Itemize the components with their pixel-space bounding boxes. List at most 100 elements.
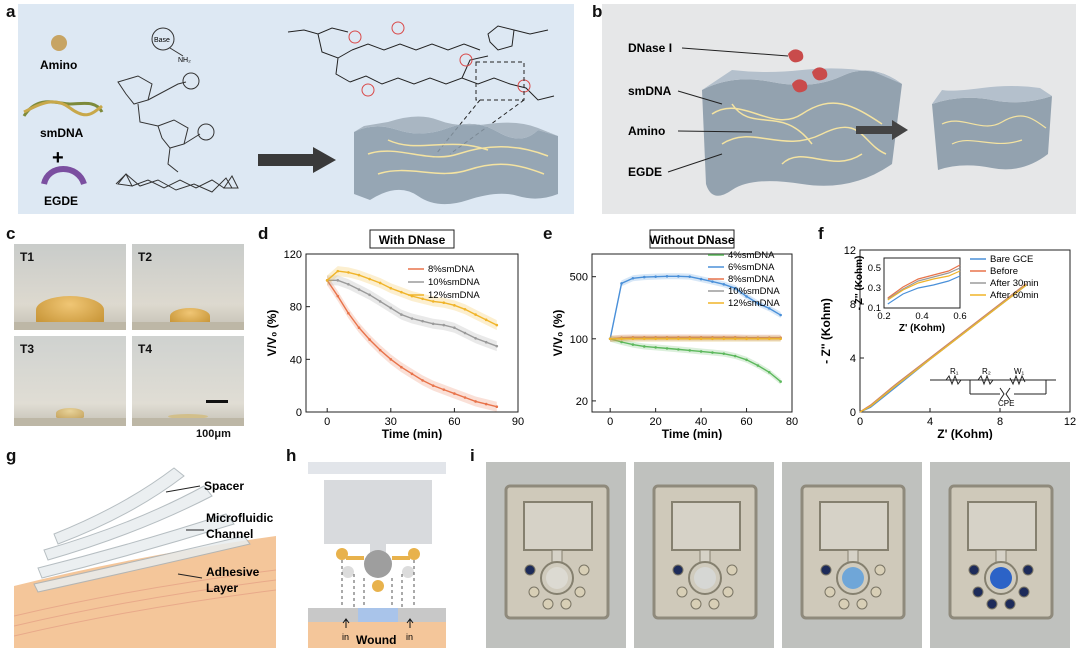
data-point	[609, 337, 612, 340]
data-point	[643, 337, 646, 340]
data-point	[347, 271, 350, 274]
inset-y-tick-label: 0.1	[868, 303, 881, 314]
data-point	[485, 341, 488, 344]
inlet-dot	[709, 599, 719, 609]
panel-a-scheme: Amino smDNA + EGDE Base NH₂	[18, 4, 574, 214]
data-point	[368, 338, 371, 341]
data-point	[443, 388, 446, 391]
data-point	[779, 314, 782, 317]
legend-entry: After 30min	[990, 278, 1039, 289]
data-point	[337, 279, 340, 282]
data-point	[700, 337, 703, 340]
data-point	[421, 297, 424, 300]
scale-bar	[206, 400, 228, 403]
label-egde: EGDE	[628, 165, 662, 179]
data-point	[474, 313, 477, 316]
legend-entry: 12%smDNA	[428, 290, 480, 301]
data-point	[677, 275, 680, 278]
inlet-dot	[871, 587, 881, 597]
circuit-label-r2: R₂	[982, 367, 991, 376]
data-point	[443, 301, 446, 304]
data-point	[347, 283, 350, 286]
panel-letter-c: c	[6, 224, 15, 244]
droplet-photo-t3: T3	[14, 336, 126, 426]
legend-amino: Amino	[40, 58, 77, 72]
data-point	[711, 351, 714, 354]
x-axis-label: Time (min)	[382, 427, 442, 440]
legend-entry: 12%smDNA	[728, 298, 780, 309]
circuit-label-w1: W₁	[1014, 367, 1025, 376]
inlet-dot	[723, 587, 733, 597]
x-tick-label: 80	[786, 416, 798, 428]
x-tick-label: 8	[997, 416, 1003, 428]
data-point	[368, 278, 371, 281]
inset-x-axis-label: Z' (Kohm)	[899, 323, 945, 334]
y-tick-label: 80	[290, 302, 302, 314]
x-axis-label: Z' (Kohm)	[937, 427, 993, 440]
y-tick-label: 0	[296, 407, 302, 419]
x-tick-label: 12	[1064, 416, 1076, 428]
inset-y-axis-label: - Z'' (Kohm)	[854, 256, 865, 311]
inlet-dot	[857, 599, 867, 609]
x-tick-label: 20	[650, 416, 662, 428]
data-point	[326, 279, 329, 282]
data-point	[745, 359, 748, 362]
data-point	[400, 366, 403, 369]
inlet-dot	[673, 565, 683, 575]
data-point	[654, 346, 657, 349]
panel-letter-b: b	[592, 2, 602, 22]
x-axis-label: Time (min)	[662, 427, 722, 440]
panel-letter-h: h	[286, 446, 296, 466]
label-spacer: Spacer	[204, 479, 244, 493]
error-band	[610, 336, 780, 385]
data-point	[688, 349, 691, 352]
label-microfluidic: Microfluidic	[206, 511, 274, 525]
data-point	[485, 319, 488, 322]
inlet-dot	[987, 599, 997, 609]
label-dnase: DNase I	[628, 41, 672, 55]
y-tick-label: 100	[570, 334, 588, 346]
data-point	[496, 345, 499, 348]
data-point	[711, 337, 714, 340]
y-tick-label: 12	[844, 245, 856, 257]
y-tick-label: 120	[284, 249, 302, 261]
data-point	[632, 337, 635, 340]
data-point	[337, 295, 340, 298]
device-photo-1	[486, 462, 626, 648]
tile-label-t2: T2	[138, 250, 152, 264]
data-point	[411, 373, 414, 376]
inset-frame	[884, 258, 960, 308]
panel-b-scheme: DNase I smDNA Amino EGDE	[602, 4, 1076, 214]
x-tick-label: 60	[740, 416, 752, 428]
inlet-dot	[525, 565, 535, 575]
panel-letter-g: g	[6, 446, 16, 466]
data-point	[453, 326, 456, 329]
inlet-dot	[825, 587, 835, 597]
data-point	[400, 313, 403, 316]
droplet-photo-t1: T1	[14, 244, 126, 330]
reservoir	[324, 480, 432, 544]
data-point	[688, 337, 691, 340]
series-12%smDNA	[609, 336, 782, 342]
data-point	[768, 371, 771, 374]
inlet-dot	[677, 587, 687, 597]
panel-h-device: Wound in in	[308, 462, 446, 648]
inlet-dot	[875, 565, 885, 575]
sensing-well	[694, 567, 716, 589]
data-point	[677, 348, 680, 351]
x-tick-label: 4	[927, 416, 933, 428]
data-point	[347, 312, 350, 315]
data-point	[666, 275, 669, 278]
scale-bar-label: 100μm	[196, 428, 231, 440]
data-point	[688, 275, 691, 278]
device-photo-2	[634, 462, 774, 648]
data-point	[464, 308, 467, 311]
data-point	[421, 379, 424, 382]
data-point	[734, 355, 737, 358]
droplet-t1	[36, 296, 104, 324]
data-point	[453, 392, 456, 395]
tile-label-t4: T4	[138, 342, 152, 356]
equivalent-circuit	[930, 376, 1056, 400]
